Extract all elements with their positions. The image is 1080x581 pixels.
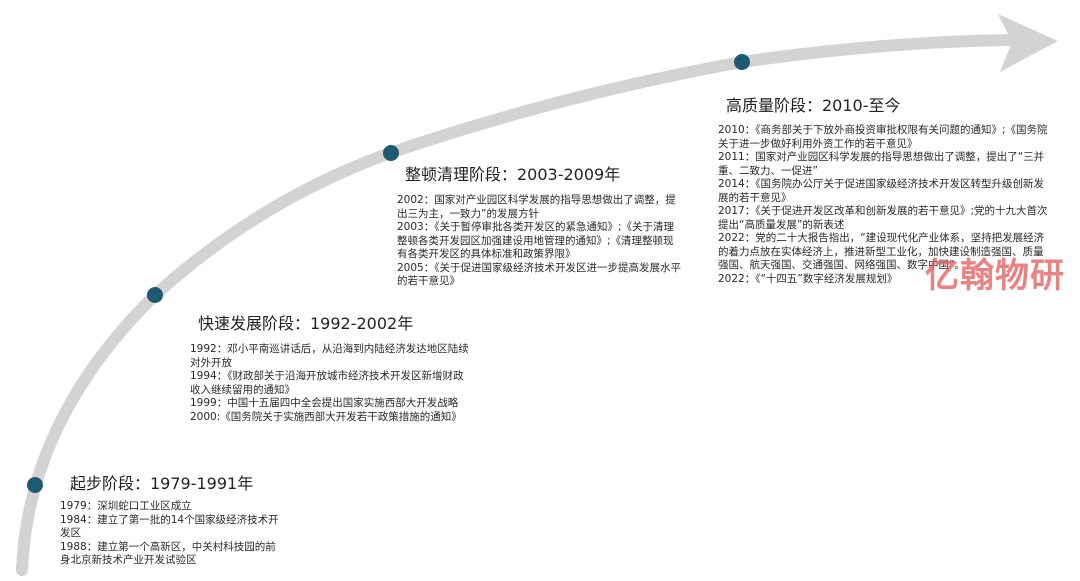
stage-entry: 2011：国家对产业园区科学发展的指导思想做出了调整，提出了“三并重、二致力、一… <box>718 151 1045 177</box>
stage-entry: 1994：《财政部关于沿海开放城市经济技术开发区新增财政收入继续留用的通知》 <box>190 370 464 396</box>
stage-entry: 2017：《关于促进开发区改革和创新发展的若干意见》;党的十九大首次提出“高质量… <box>718 205 1048 231</box>
stage-dot-4 <box>734 54 750 70</box>
stage-entry: 2002：国家对产业园区科学发展的指导思想做出了调整，提出三为主，一致力”的发展… <box>397 194 676 220</box>
stage-4: 高质量阶段：2010-至今 2010：《商务部关于下放外商投资审批权限有关问题的… <box>718 92 1053 286</box>
stage-entry: 2022：《“十四五”数字经济发展规划》 <box>718 272 898 285</box>
stage-title: 整顿清理阶段：2003-2009年 <box>405 165 621 184</box>
stage-entry: 1988：建立第一个高新区，中关村科技园的前身北京新技术产业开发试验区 <box>60 540 276 567</box>
stage-2: 快速发展阶段：1992-2002年 1992：邓小平南巡讲话后，从沿海到内陆经济… <box>190 310 470 424</box>
stage-title: 起步阶段：1979-1991年 <box>70 474 254 493</box>
stage-entry: 2022：党的二十大报告指出，“建设现代化产业体系，坚持把发展经济的着力点放在实… <box>718 232 1045 271</box>
stage-entry: 1999：中国十五届四中全会提出国家实施西部大开发战略 <box>190 397 459 409</box>
stage-dot-1 <box>27 477 43 493</box>
stage-title: 快速发展阶段：1992-2002年 <box>198 314 414 333</box>
stage-entry: 2000:《国务院关于实施西部大开发若干政策措施的通知》 <box>190 410 462 423</box>
stage-entry: 1979：深圳蛇口工业区成立 <box>60 500 192 512</box>
stage-entry: 2005：《关于促进国家级经济技术开发区进一步提高发展水平的若干意见》 <box>397 261 681 288</box>
stage-1: 起步阶段：1979-1991年 1979：深圳蛇口工业区成立 1984：建立了第… <box>60 470 285 568</box>
stage-title: 高质量阶段：2010-至今 <box>726 96 901 115</box>
watermark-logo: 亿翰物研 <box>925 256 1065 296</box>
stage-dot-2 <box>147 287 163 303</box>
stage-entry: 2014：《国务院办公厅关于促进国家级经济技术开发区转型升级创新发展的若干意见》 <box>718 178 1044 204</box>
stage-entry: 2010：《商务部关于下放外商投资审批权限有关问题的通知》;《国务院关于进一步做… <box>718 124 1048 150</box>
stage-dot-3 <box>383 145 399 161</box>
arrow-head <box>998 14 1058 72</box>
stage-entry: 1984：建立了第一批的14个国家级经济技术开发区 <box>60 513 279 540</box>
stage-3: 整顿清理阶段：2003-2009年 2002：国家对产业园区科学发展的指导思想做… <box>397 161 682 289</box>
stage-entry: 2003：《关于暂停审批各类开发区的紧急通知》;《关于清理整顿各类开发园区加强建… <box>397 221 675 260</box>
stage-entry: 1992：邓小平南巡讲话后，从沿海到内陆经济发达地区陆续对外开放 <box>190 343 469 369</box>
